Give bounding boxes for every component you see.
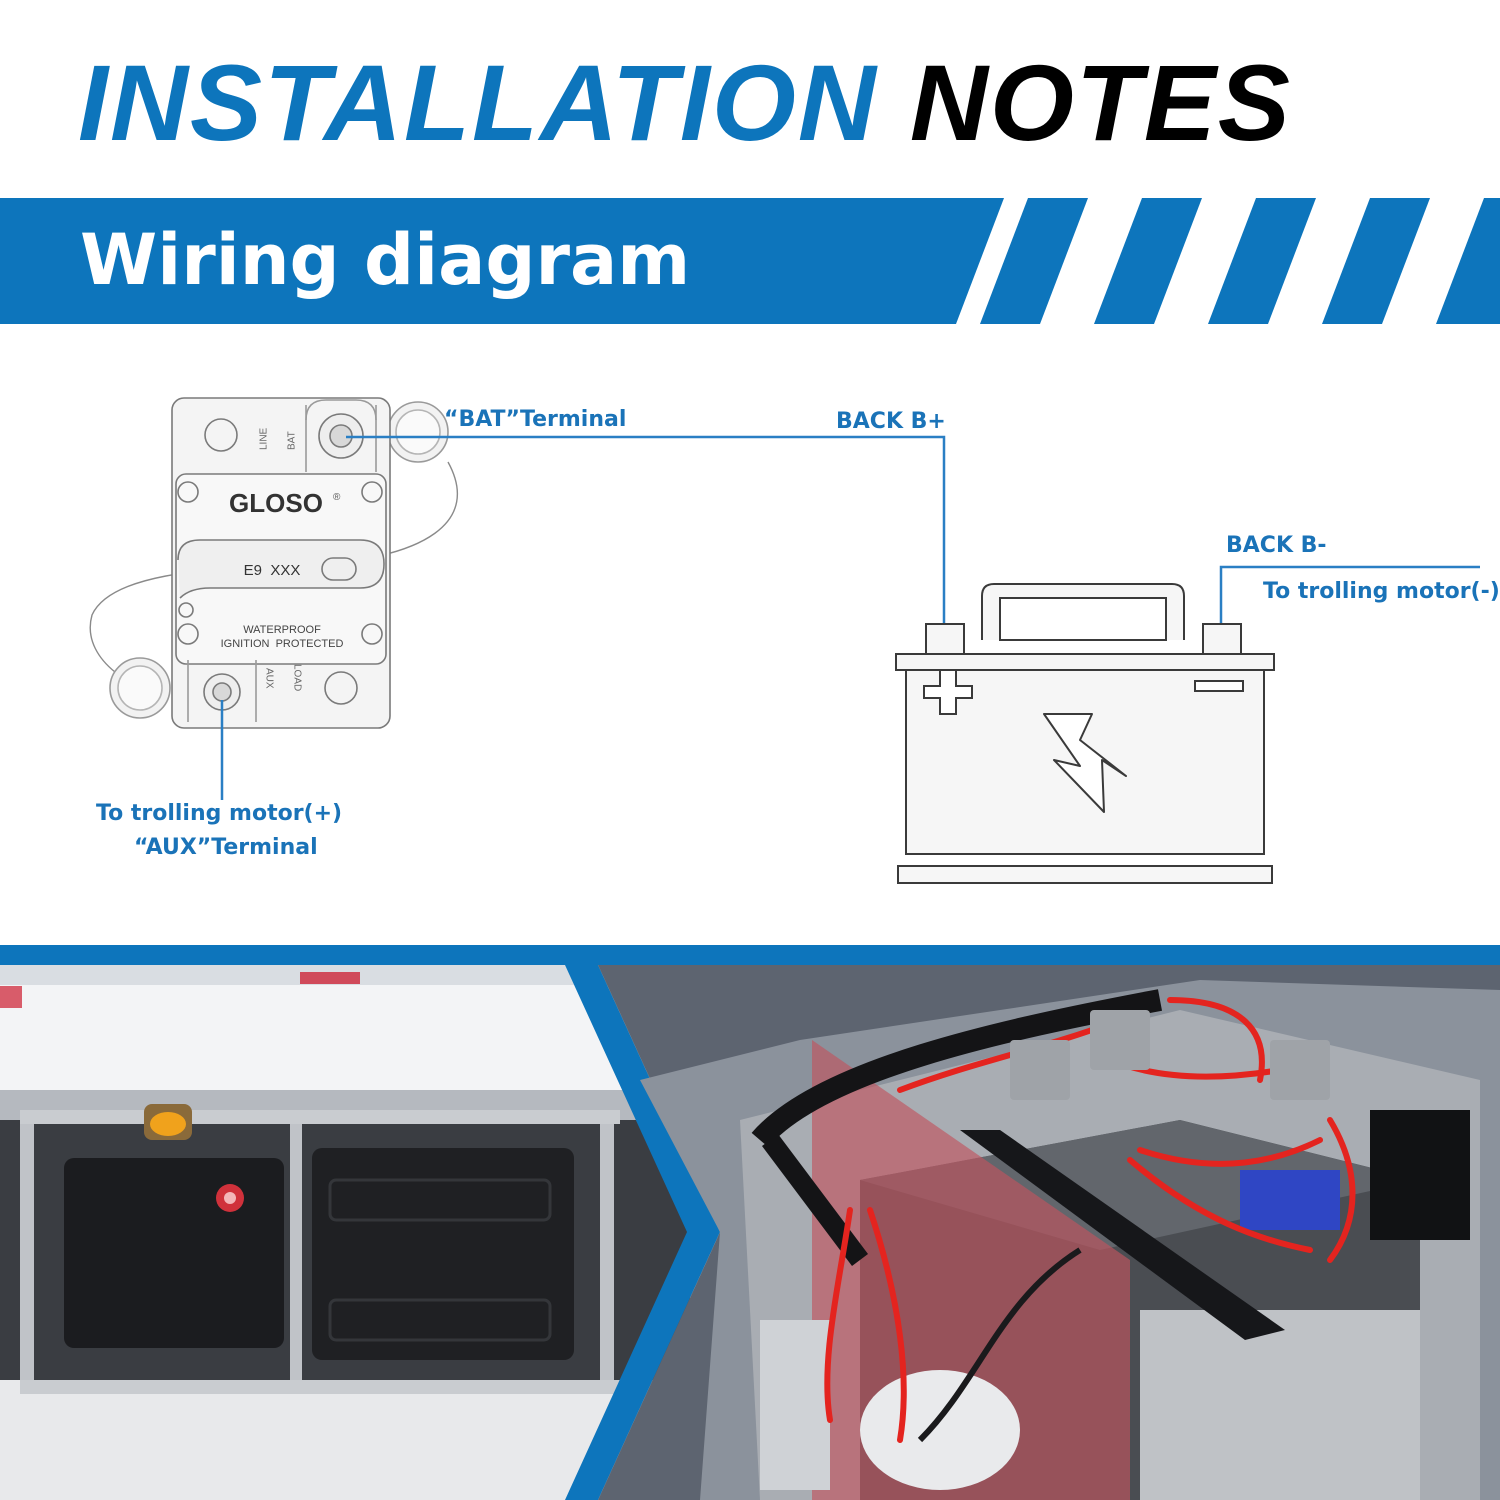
breaker-text-bat: BAT [287,431,298,450]
title-installation: INSTALLATION [78,42,878,163]
label-back-b-minus: BACK B- [1226,533,1327,558]
title-notes: NOTES [909,42,1292,163]
wiring-lines [220,435,1480,800]
breaker-brand: GLOSO [229,488,323,518]
breaker-text-aux: AUX [264,668,275,689]
label-bat-terminal: “BAT”Terminal [444,407,627,432]
photo-battery-wiring-render [598,965,1500,1500]
battery-icon [895,583,1275,884]
breaker-registered-mark: ® [333,492,341,503]
breaker-model: E9 XXX [244,562,301,579]
label-trolling-motor-positive: To trolling motor(+) [96,801,343,826]
breaker-text-waterproof: WATERPROOF [243,624,321,636]
label-trolling-motor-negative: To trolling motor(-) [1263,579,1500,604]
wiring-diagram: GLOSO ® E9 XXX WATERPROOF IGNITION PROTE… [89,397,1480,884]
label-aux-terminal: “AUX”Terminal [134,835,318,860]
circuit-breaker [89,397,458,729]
section-band [0,198,1500,324]
installation-photos [0,945,1500,1500]
breaker-text-line: LINE [259,427,270,450]
label-back-b-plus: BACK B+ [836,409,946,434]
section-title: Wiring diagram [80,219,691,301]
photo-truck-battery-boxes [0,965,690,1500]
page-title: INSTALLATION NOTES [78,38,1292,168]
breaker-text-ignition: IGNITION PROTECTED [221,638,344,650]
breaker-text-load: LOAD [292,664,303,691]
